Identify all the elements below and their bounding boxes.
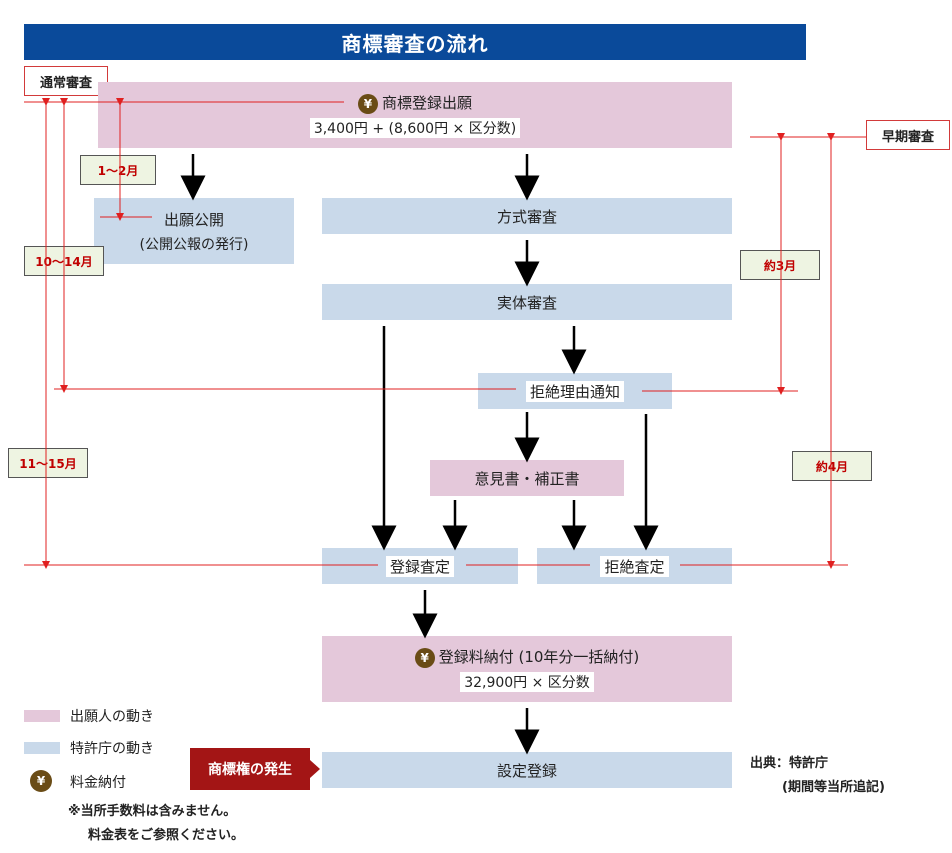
registration-fee-node: ¥登録料納付 (10年分一括納付) 32,900円 × 区分数 <box>322 636 732 702</box>
page-title: 商標審査の流れ <box>24 24 806 60</box>
legend-label: 料金納付 <box>70 775 126 791</box>
registration-node: 設定登録 <box>322 752 732 788</box>
opinion-amendment-label: 意見書・補正書 <box>474 469 580 488</box>
legend-swatch-applicant <box>24 710 60 722</box>
badge-pointer <box>310 760 320 778</box>
formality-exam-node: 方式審査 <box>322 198 732 234</box>
substantive-exam-label: 実体審査 <box>496 293 557 312</box>
registration-fee-amount: 32,900円 × 区分数 <box>460 671 594 692</box>
early-exam-label: 早期審査 <box>866 120 950 150</box>
yen-coin-icon: ¥ <box>414 647 435 668</box>
application-node: ¥商標登録出願 3,400円 + (8,600円 × 区分数) <box>98 82 732 148</box>
registration-label: 設定登録 <box>496 761 557 780</box>
duration-label: 10〜14月 <box>24 246 104 276</box>
formality-exam-label: 方式審査 <box>496 207 557 226</box>
note-line: 料金表をご参照ください。 <box>88 828 245 843</box>
normal-exam-label: 通常審査 <box>24 66 108 96</box>
legend-label: 特許庁の動き <box>70 741 154 757</box>
legend-swatch-office <box>24 742 60 754</box>
duration-label: 11〜15月 <box>8 448 88 478</box>
note-line: ※当所手数料は含みません。 <box>68 804 237 819</box>
duration-label: 約3月 <box>740 250 820 280</box>
application-fee: 3,400円 + (8,600円 × 区分数) <box>309 117 521 138</box>
substantive-exam-node: 実体審査 <box>322 284 732 320</box>
yen-coin-icon: ¥ <box>357 93 378 114</box>
source-note: (期間等当所追記) <box>782 780 885 795</box>
publication-sub: (公開公報の発行) <box>139 236 249 253</box>
opinion-amendment-node: 意見書・補正書 <box>430 460 624 496</box>
refusal-notice-label: 拒絶理由通知 <box>525 380 624 402</box>
publication-node: 出願公開 (公開公報の発行) <box>94 198 294 264</box>
refusal-decision-label: 拒絶査定 <box>600 555 669 577</box>
legend-label: 出願人の動き <box>70 709 154 725</box>
yen-coin-icon: ¥ <box>30 770 52 792</box>
refusal-decision-node: 拒絶査定 <box>537 548 732 584</box>
publication-label: 出願公開 <box>163 210 224 229</box>
refusal-notice-node: 拒絶理由通知 <box>478 373 672 409</box>
application-label: 商標登録出願 <box>381 94 472 113</box>
trademark-right-badge: 商標権の発生 <box>190 748 310 790</box>
duration-label: 1〜2月 <box>80 155 156 185</box>
registration-decision-label: 登録査定 <box>385 555 454 577</box>
duration-label: 約4月 <box>792 451 872 481</box>
registration-decision-node: 登録査定 <box>322 548 518 584</box>
source-credit: 出典：特許庁 <box>750 756 829 771</box>
registration-fee-label: 登録料納付 (10年分一括納付) <box>438 648 640 667</box>
